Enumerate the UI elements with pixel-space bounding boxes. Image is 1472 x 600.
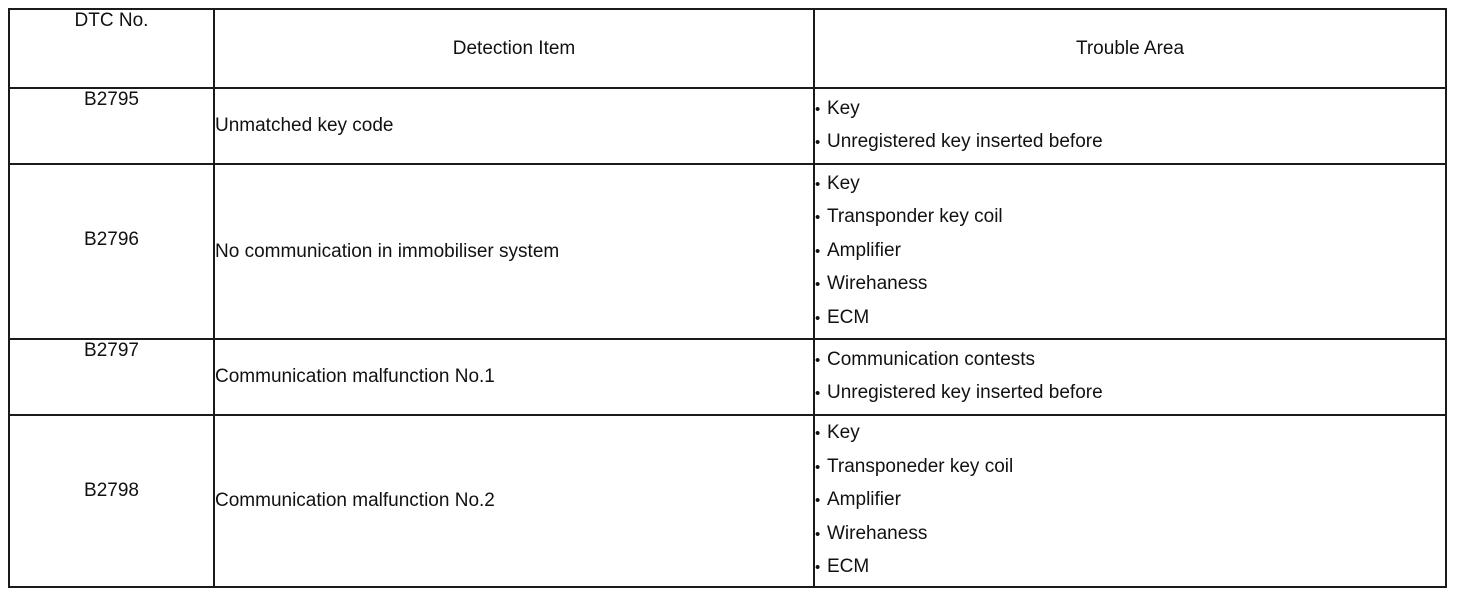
header-trouble-area: Trouble Area (813, 8, 1447, 89)
table-row: B2797 Communication malfunction No.1 Com… (8, 338, 1447, 416)
trouble-area-item: Amplifier (815, 484, 1445, 518)
trouble-area-item: Transponeder key coil (815, 451, 1445, 485)
trouble-area-item: Unregistered key inserted before (815, 377, 1445, 411)
trouble-area-item: Key (815, 168, 1445, 202)
header-detection-item: Detection Item (213, 8, 815, 89)
table-row: B2798 Communication malfunction No.2 Key… (8, 414, 1447, 588)
dtc-code: B2795 (8, 87, 215, 165)
trouble-area-item: Wirehaness (815, 268, 1445, 302)
detection-item: Communication malfunction No.2 (213, 414, 815, 588)
trouble-area-list: Key Transponeder key coil Amplifier Wire… (815, 417, 1445, 585)
trouble-area-item: ECM (815, 551, 1445, 585)
trouble-area-item: Key (815, 93, 1445, 127)
trouble-area-item: Communication contests (815, 344, 1445, 378)
trouble-area-item: ECM (815, 302, 1445, 336)
trouble-area-list: Communication contests Unregistered key … (815, 344, 1445, 411)
detection-item: Communication malfunction No.1 (213, 338, 815, 416)
trouble-area-cell: Key Unregistered key inserted before (813, 87, 1447, 165)
trouble-area-list: Key Unregistered key inserted before (815, 93, 1445, 160)
table-header-row: DTC No. Detection Item Trouble Area (8, 8, 1447, 89)
detection-item: No communication in immobiliser system (213, 163, 815, 340)
dtc-code: B2796 (8, 163, 215, 340)
dtc-code: B2797 (8, 338, 215, 416)
detection-item: Unmatched key code (213, 87, 815, 165)
trouble-area-item: Key (815, 417, 1445, 451)
trouble-area-item: Amplifier (815, 235, 1445, 269)
header-dtc-no: DTC No. (8, 8, 215, 89)
trouble-area-item: Wirehaness (815, 518, 1445, 552)
table-row: B2796 No communication in immobiliser sy… (8, 163, 1447, 340)
dtc-table: DTC No. Detection Item Trouble Area B279… (8, 8, 1447, 588)
trouble-area-cell: Communication contests Unregistered key … (813, 338, 1447, 416)
trouble-area-cell: Key Transponeder key coil Amplifier Wire… (813, 414, 1447, 588)
trouble-area-item: Unregistered key inserted before (815, 126, 1445, 160)
trouble-area-cell: Key Transponder key coil Amplifier Wireh… (813, 163, 1447, 340)
table-row: B2795 Unmatched key code Key Unregistere… (8, 87, 1447, 165)
trouble-area-item: Transponder key coil (815, 201, 1445, 235)
trouble-area-list: Key Transponder key coil Amplifier Wireh… (815, 168, 1445, 336)
dtc-code: B2798 (8, 414, 215, 588)
